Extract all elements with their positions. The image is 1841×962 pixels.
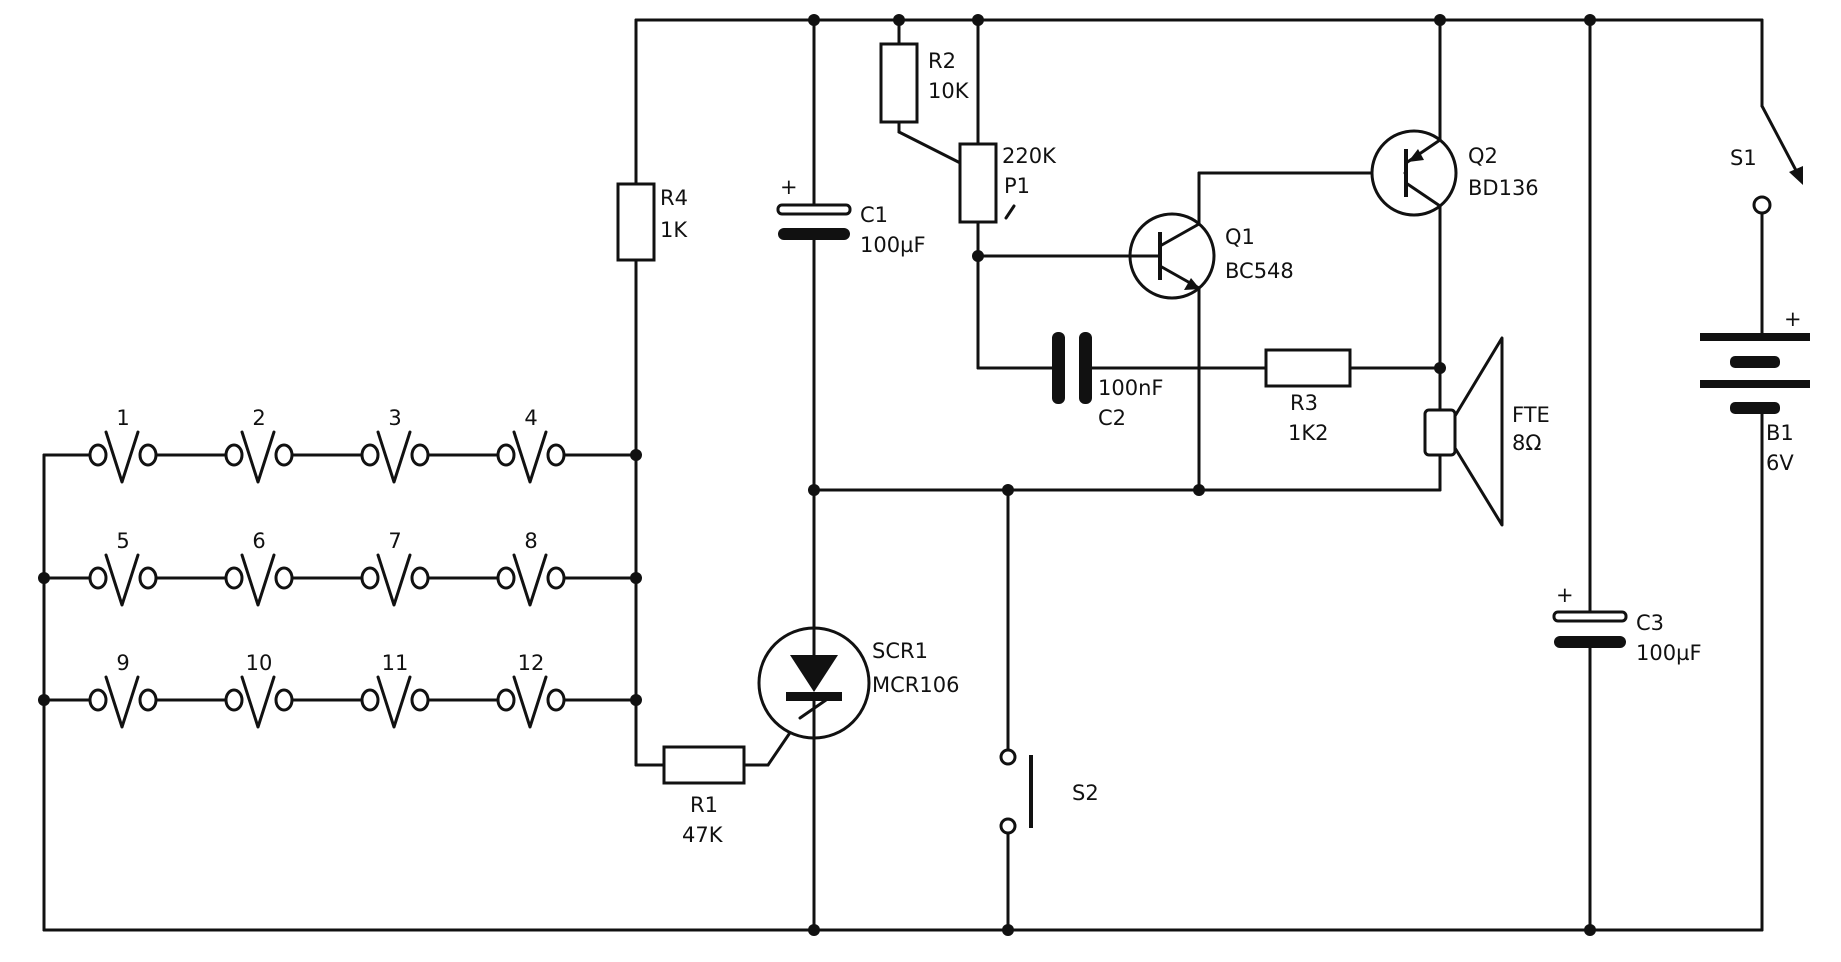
c1-value: 100µF — [860, 233, 926, 257]
switch-5[interactable]: 5 — [88, 529, 158, 607]
switch-8[interactable]: 8 — [496, 529, 566, 607]
scr-value: MCR106 — [872, 673, 959, 697]
r3-name: R3 — [1290, 391, 1318, 415]
c1-name: C1 — [860, 203, 888, 227]
s1-name: S1 — [1730, 146, 1757, 170]
r2-value: 10K — [928, 79, 970, 103]
r3-value: 1K2 — [1288, 421, 1329, 445]
switch-4[interactable]: 4 — [496, 406, 566, 484]
p1-name: P1 — [1004, 174, 1030, 198]
battery-polarity: + — [1784, 307, 1802, 331]
switch-6[interactable]: 6 — [224, 529, 294, 607]
r4-name: R4 — [660, 186, 688, 210]
switch-9[interactable]: 9 — [88, 651, 158, 729]
battery-value: 6V — [1766, 451, 1794, 475]
capacitor-c1: + C1 100µF — [776, 175, 926, 257]
switch-number: 4 — [524, 406, 537, 430]
q1-name: Q1 — [1225, 225, 1255, 249]
switch-1[interactable]: 1 — [88, 406, 158, 484]
switch-number: 6 — [252, 529, 265, 553]
c1-polarity: + — [780, 175, 798, 199]
switch-number: 1 — [116, 406, 129, 430]
switch-number: 8 — [524, 529, 537, 553]
s2-name: S2 — [1072, 781, 1099, 805]
battery-name: B1 — [1766, 421, 1794, 445]
resistor-r2: R2 10K — [879, 42, 970, 124]
resistor-r1: R1 47K — [662, 745, 746, 847]
switch-number: 11 — [382, 651, 409, 675]
resistor-r3: R3 1K2 — [1264, 348, 1352, 445]
wiring — [42, 18, 1764, 932]
r2-name: R2 — [928, 49, 956, 73]
r1-name: R1 — [690, 793, 718, 817]
speaker-name: FTE — [1512, 403, 1550, 427]
speaker-fte: FTE 8Ω — [1423, 336, 1550, 527]
switch-10[interactable]: 10 — [224, 651, 294, 729]
junctions — [38, 14, 1596, 936]
c2-name: C2 — [1098, 406, 1126, 430]
q2-value: BD136 — [1468, 176, 1539, 200]
switch-number: 7 — [388, 529, 401, 553]
switch-3[interactable]: 3 — [360, 406, 430, 484]
switch-number: 9 — [116, 651, 129, 675]
pushbutton-s2[interactable]: S2 — [999, 748, 1099, 835]
resistor-r4: R4 1K — [616, 182, 688, 262]
transistor-q1: Q1 BC548 — [1128, 212, 1294, 300]
capacitor-c2: 100nF C2 — [1052, 332, 1163, 430]
capacitor-c3: + C3 100µF — [1552, 583, 1702, 665]
switch-number: 12 — [518, 651, 545, 675]
switch-array: 1 2 3 4 5 — [88, 406, 566, 729]
battery-b1: + B1 6V — [1700, 307, 1810, 475]
p1-value: 220K — [1002, 144, 1057, 168]
switch-7[interactable]: 7 — [360, 529, 430, 607]
r1-value: 47K — [682, 823, 724, 847]
q2-name: Q2 — [1468, 144, 1498, 168]
switch-number: 5 — [116, 529, 129, 553]
switch-12[interactable]: 12 — [496, 651, 566, 729]
q1-value: BC548 — [1225, 259, 1294, 283]
thyristor-scr1: SCR1 MCR106 — [757, 626, 959, 740]
c3-polarity: + — [1556, 583, 1574, 607]
speaker-value: 8Ω — [1512, 431, 1541, 455]
switch-number: 3 — [388, 406, 401, 430]
potentiometer-p1: 220K P1 — [958, 142, 1057, 224]
switch-2[interactable]: 2 — [224, 406, 294, 484]
transistor-q2: Q2 BD136 — [1370, 129, 1539, 217]
switch-11[interactable]: 11 — [360, 651, 430, 729]
scr-name: SCR1 — [872, 639, 928, 663]
c3-value: 100µF — [1636, 641, 1702, 665]
switch-s1[interactable]: S1 — [1730, 104, 1803, 215]
switch-number: 10 — [246, 651, 273, 675]
r4-value: 1K — [660, 218, 688, 242]
switch-number: 2 — [252, 406, 265, 430]
c2-value: 100nF — [1098, 376, 1163, 400]
c3-name: C3 — [1636, 611, 1664, 635]
